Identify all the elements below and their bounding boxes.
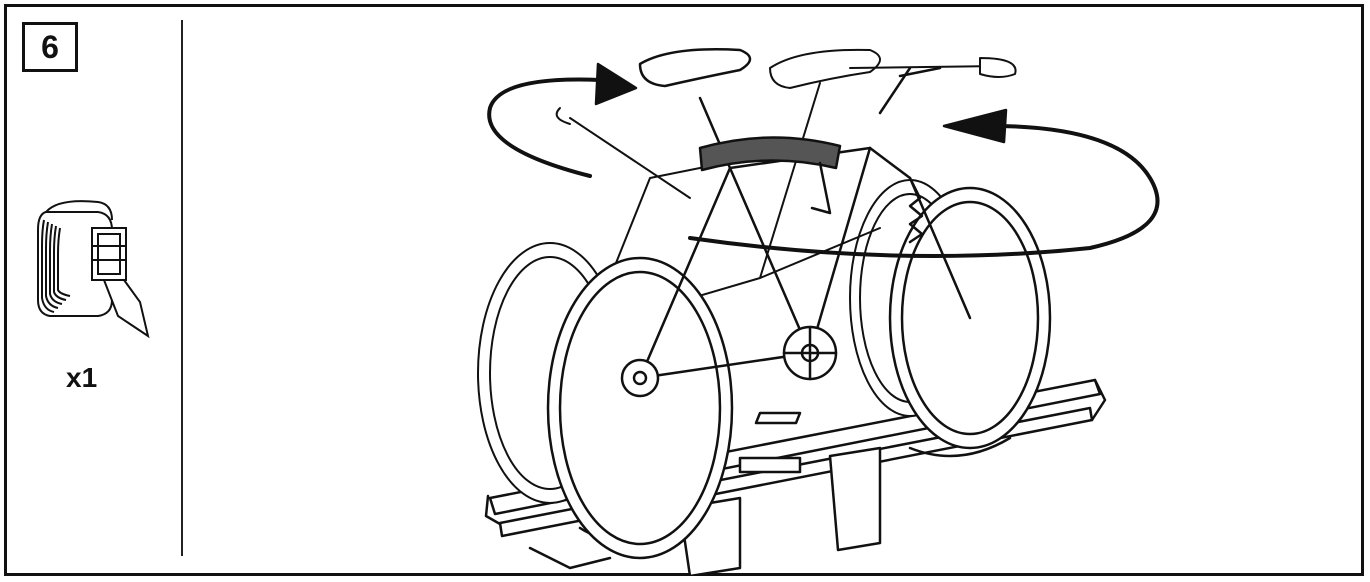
step-number: 6 (41, 28, 59, 65)
arrow-rotate-left-icon (487, 62, 638, 178)
arrow-rotate-right-icon (688, 108, 1160, 258)
bike-rack-illustration (477, 48, 1160, 576)
strap-icon (37, 200, 150, 339)
step-number-badge: 6 (22, 22, 78, 72)
quantity-label: x1 (66, 362, 98, 393)
panel-divider (181, 20, 183, 556)
instruction-panel (4, 4, 1364, 576)
